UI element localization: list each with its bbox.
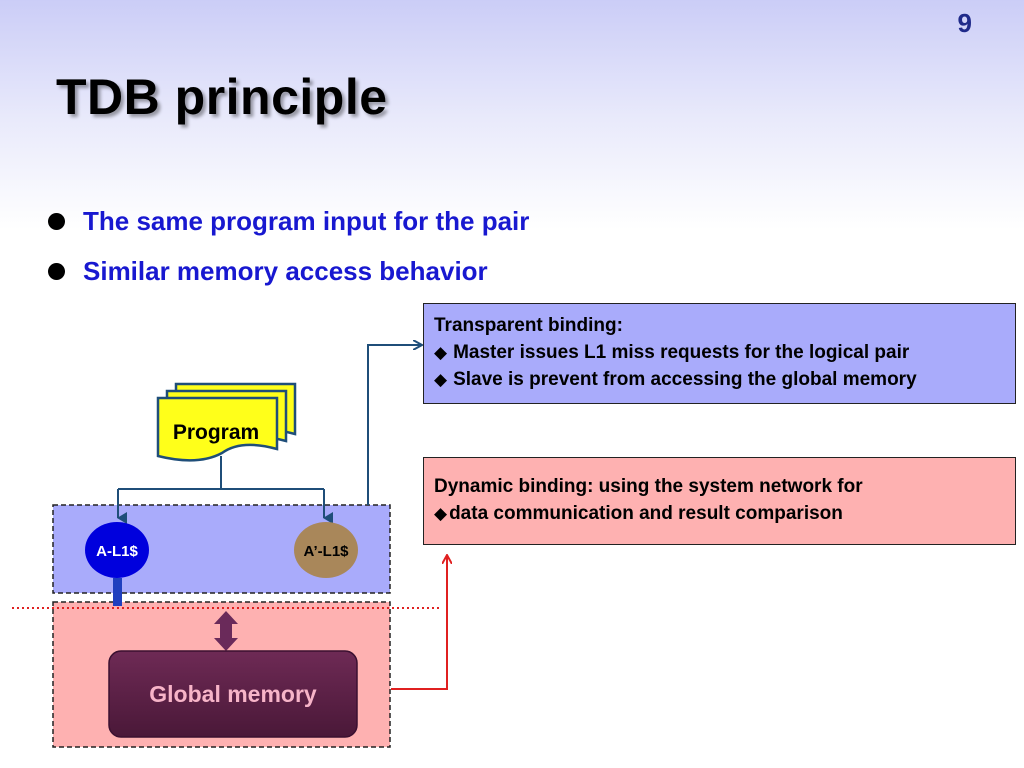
transparent-binding-note: Transparent binding: ◆ Master issues L1 m…: [423, 303, 1016, 404]
cache-a-label: A-L1$: [96, 543, 138, 560]
bullet-item: Similar memory access behavior: [48, 246, 529, 296]
bullet-text: Similar memory access behavior: [83, 255, 488, 286]
slide-title: TDB principle: [56, 69, 388, 125]
bullet-item: The same program input for the pair: [48, 196, 529, 246]
program-label: Program: [173, 421, 259, 444]
slide-number: 9: [957, 8, 972, 38]
note-item: ◆ Master issues L1 miss requests for the …: [434, 339, 1005, 366]
note-item: ◆ Slave is prevent from accessing the glo…: [434, 366, 1005, 393]
note-item: ◆data communication and result compariso…: [434, 500, 1005, 527]
bidirectional-arrow-icon: [214, 611, 238, 651]
note-heading: Transparent binding:: [434, 315, 623, 336]
diamond-bullet-icon: ◆: [434, 343, 448, 362]
bullet-dot-icon: [48, 262, 65, 280]
cache-b-node: [294, 522, 358, 578]
bullet-dot-icon: [48, 212, 65, 230]
bullet-list: The same program input for the pair Simi…: [48, 196, 529, 296]
cache-a-link: [113, 578, 122, 606]
global-memory-label: Global memory: [149, 681, 317, 707]
diamond-bullet-icon: ◆: [434, 370, 448, 389]
dynamic-binding-connector: [391, 556, 447, 690]
cache-b-label: A’-L1$: [303, 543, 349, 560]
bullet-text: The same program input for the pair: [83, 205, 530, 236]
global-memory-box: [108, 650, 358, 738]
note-heading: Dynamic binding: using the system networ…: [434, 476, 863, 497]
note-item-text: Slave is prevent from accessing the glob…: [453, 369, 917, 390]
program-icon: [156, 382, 297, 462]
transparent-binding-connector: [367, 345, 421, 505]
cache-a-node: [85, 522, 149, 578]
note-item-text: Master issues L1 miss requests for the l…: [453, 342, 910, 363]
dynamic-binding-note: Dynamic binding: using the system networ…: [423, 457, 1016, 545]
note-item-text: data communication and result comparison: [449, 503, 843, 524]
diamond-bullet-icon: ◆: [434, 504, 448, 523]
